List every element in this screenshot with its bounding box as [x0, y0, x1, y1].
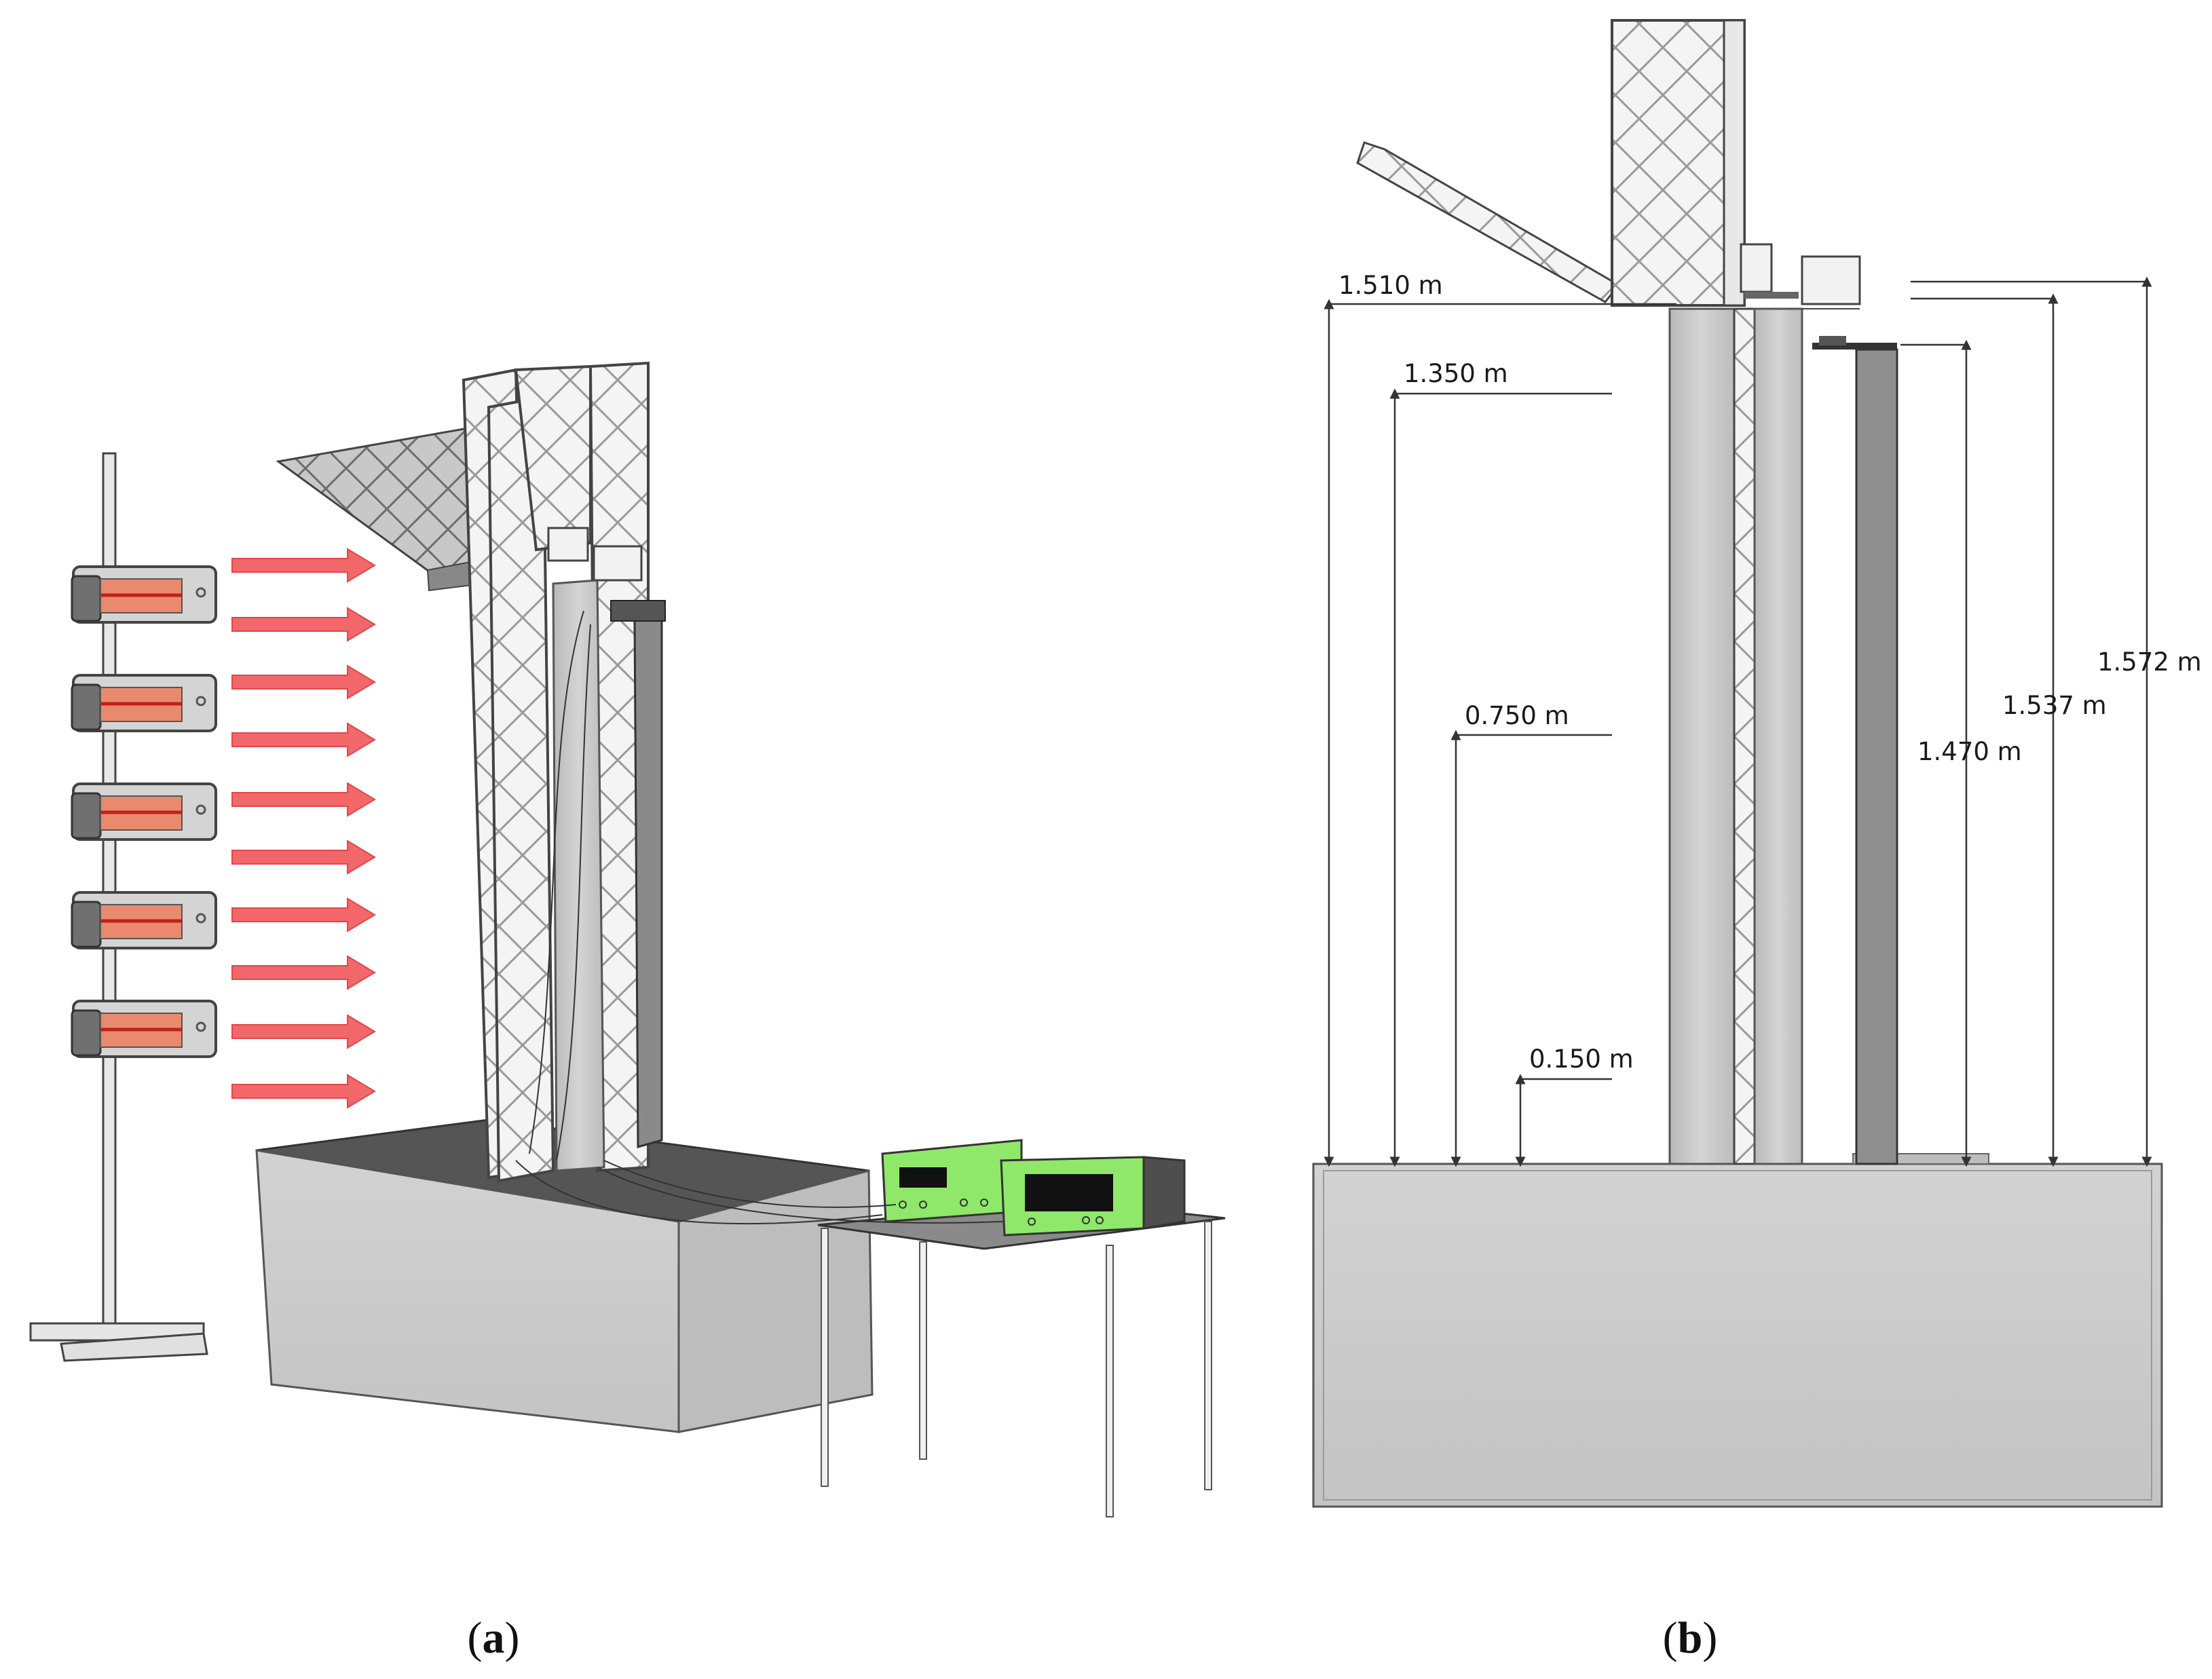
concrete-base-elevation [1312, 1153, 2163, 1508]
sensor-cables [515, 1160, 1005, 1225]
dim-label-1510: 1.510 m [1338, 271, 1443, 300]
roof-panel [276, 426, 485, 592]
dim-label-1350: 1.350 m [1404, 359, 1508, 388]
instrument-table [817, 1200, 1226, 1517]
caption-a: (a) [468, 1613, 520, 1663]
panel-b: 1.510 m 1.350 m 0.750 m 0.150 m 1.572 m … [1312, 19, 2202, 1663]
insulation-top [1611, 19, 1746, 307]
wall-assembly [462, 361, 666, 1183]
dimension-lines [1324, 276, 2152, 1167]
dimension-labels: 1.510 m 1.350 m 0.750 m 0.150 m 1.572 m … [1338, 271, 2202, 1074]
panel-a: (a) [29, 361, 1226, 1663]
sensor-boxes [1740, 243, 1861, 309]
infrared-heater-icon [72, 567, 216, 1057]
cladding-panel [1812, 336, 1898, 1165]
concrete-column [1668, 307, 1803, 1165]
dim-label-1572: 1.572 m [2097, 647, 2202, 677]
dim-label-1470: 1.470 m [1917, 737, 2022, 766]
dim-label-0150: 0.150 m [1529, 1044, 1634, 1074]
data-logger-icon [881, 1139, 1186, 1237]
dim-label-0750: 0.750 m [1465, 701, 1569, 730]
caption-b: (b) [1663, 1613, 1718, 1663]
dim-label-1537: 1.537 m [2002, 691, 2107, 720]
heat-arrow-icon [231, 548, 375, 1108]
